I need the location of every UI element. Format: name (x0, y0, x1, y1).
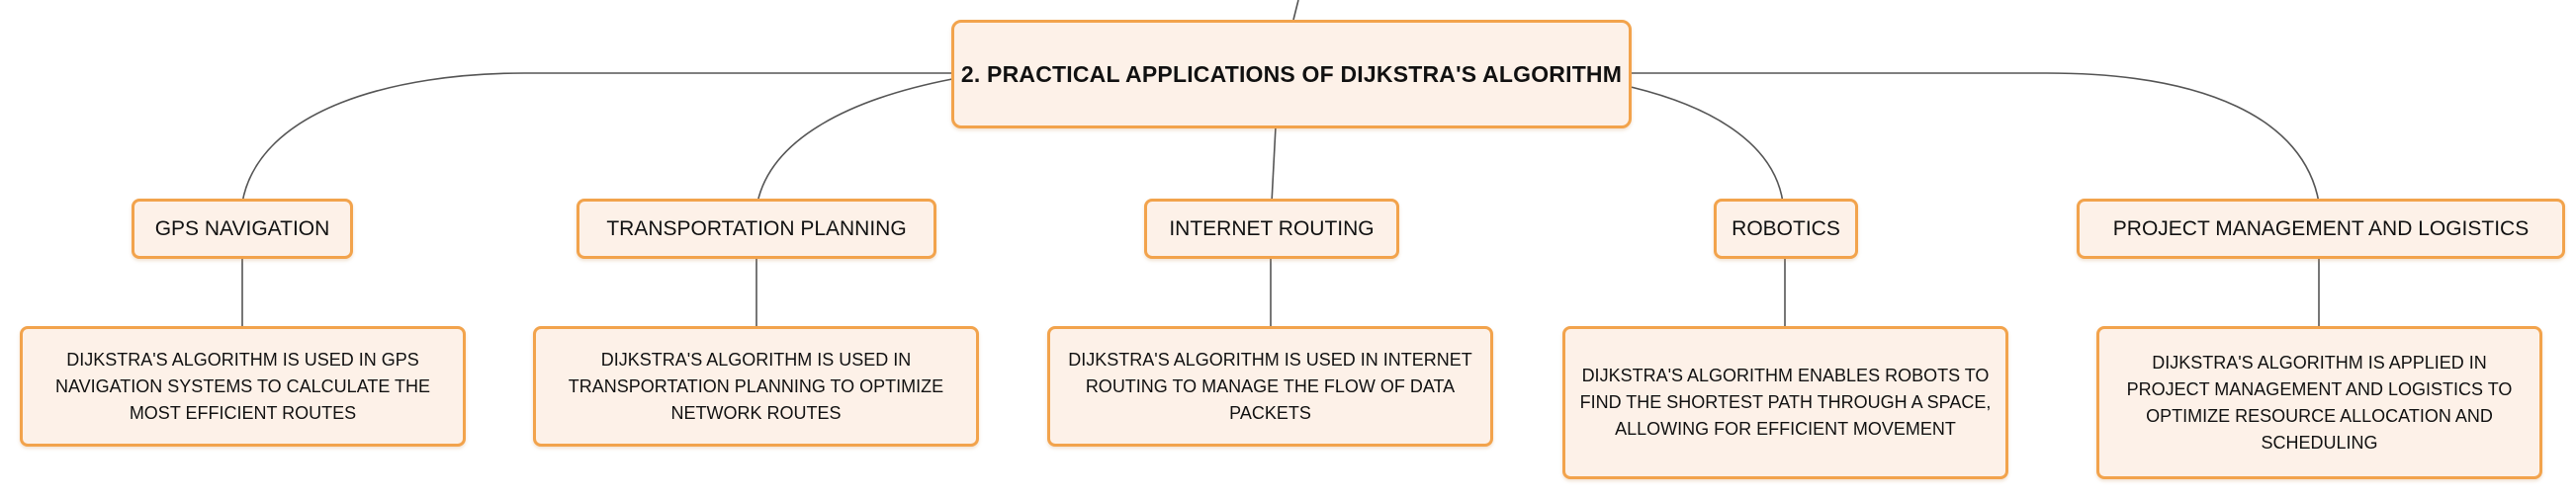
connector-root-robotics (1630, 86, 1784, 204)
topic-project-management-logistics[interactable]: PROJECT MANAGEMENT AND LOGISTICS (2077, 199, 2565, 259)
connector-root-internet (1271, 125, 1277, 204)
topic-internet-routing[interactable]: INTERNET ROUTING (1144, 199, 1399, 259)
root-node[interactable]: 2. PRACTICAL APPLICATIONS OF DIJKSTRA'S … (951, 20, 1632, 128)
topic-gps-navigation[interactable]: GPS NAVIGATION (132, 199, 353, 259)
detail-text: DIJKSTRA'S ALGORITHM IS USED IN GPS NAVI… (54, 349, 431, 423)
topic-label: INTERNET ROUTING (1169, 216, 1375, 240)
detail-text: DIJKSTRA'S ALGORITHM IS USED IN TRANSPOR… (568, 349, 944, 423)
detail-text: DIJKSTRA'S ALGORITHM IS USED IN INTERNET… (1068, 349, 1472, 423)
connector-root-project (1631, 72, 2320, 204)
topic-transportation-planning[interactable]: TRANSPORTATION PLANNING (577, 199, 936, 259)
detail-text: DIJKSTRA'S ALGORITHM IS APPLIED IN PROJE… (2126, 352, 2513, 453)
detail-text: DIJKSTRA'S ALGORITHM ENABLES ROBOTS TO F… (1579, 366, 1992, 439)
connector-root-transport (756, 78, 953, 204)
detail-robotics[interactable]: DIJKSTRA'S ALGORITHM ENABLES ROBOTS TO F… (1562, 326, 2008, 479)
topic-robotics[interactable]: ROBOTICS (1714, 199, 1858, 259)
topic-label: ROBOTICS (1732, 216, 1840, 240)
root-node-label: 2. PRACTICAL APPLICATIONS OF DIJKSTRA'S … (960, 60, 1623, 87)
detail-internet-routing[interactable]: DIJKSTRA'S ALGORITHM IS USED IN INTERNET… (1047, 326, 1493, 447)
connector-root-gps (241, 72, 952, 204)
detail-project-management-logistics[interactable]: DIJKSTRA'S ALGORITHM IS APPLIED IN PROJE… (2096, 326, 2542, 479)
detail-transportation-planning[interactable]: DIJKSTRA'S ALGORITHM IS USED IN TRANSPOR… (533, 326, 979, 447)
detail-gps-navigation[interactable]: DIJKSTRA'S ALGORITHM IS USED IN GPS NAVI… (20, 326, 466, 447)
topic-label: PROJECT MANAGEMENT AND LOGISTICS (2112, 216, 2530, 240)
topic-label: GPS NAVIGATION (154, 216, 330, 240)
connector-parent (1292, 0, 1299, 21)
topic-label: TRANSPORTATION PLANNING (606, 216, 907, 240)
